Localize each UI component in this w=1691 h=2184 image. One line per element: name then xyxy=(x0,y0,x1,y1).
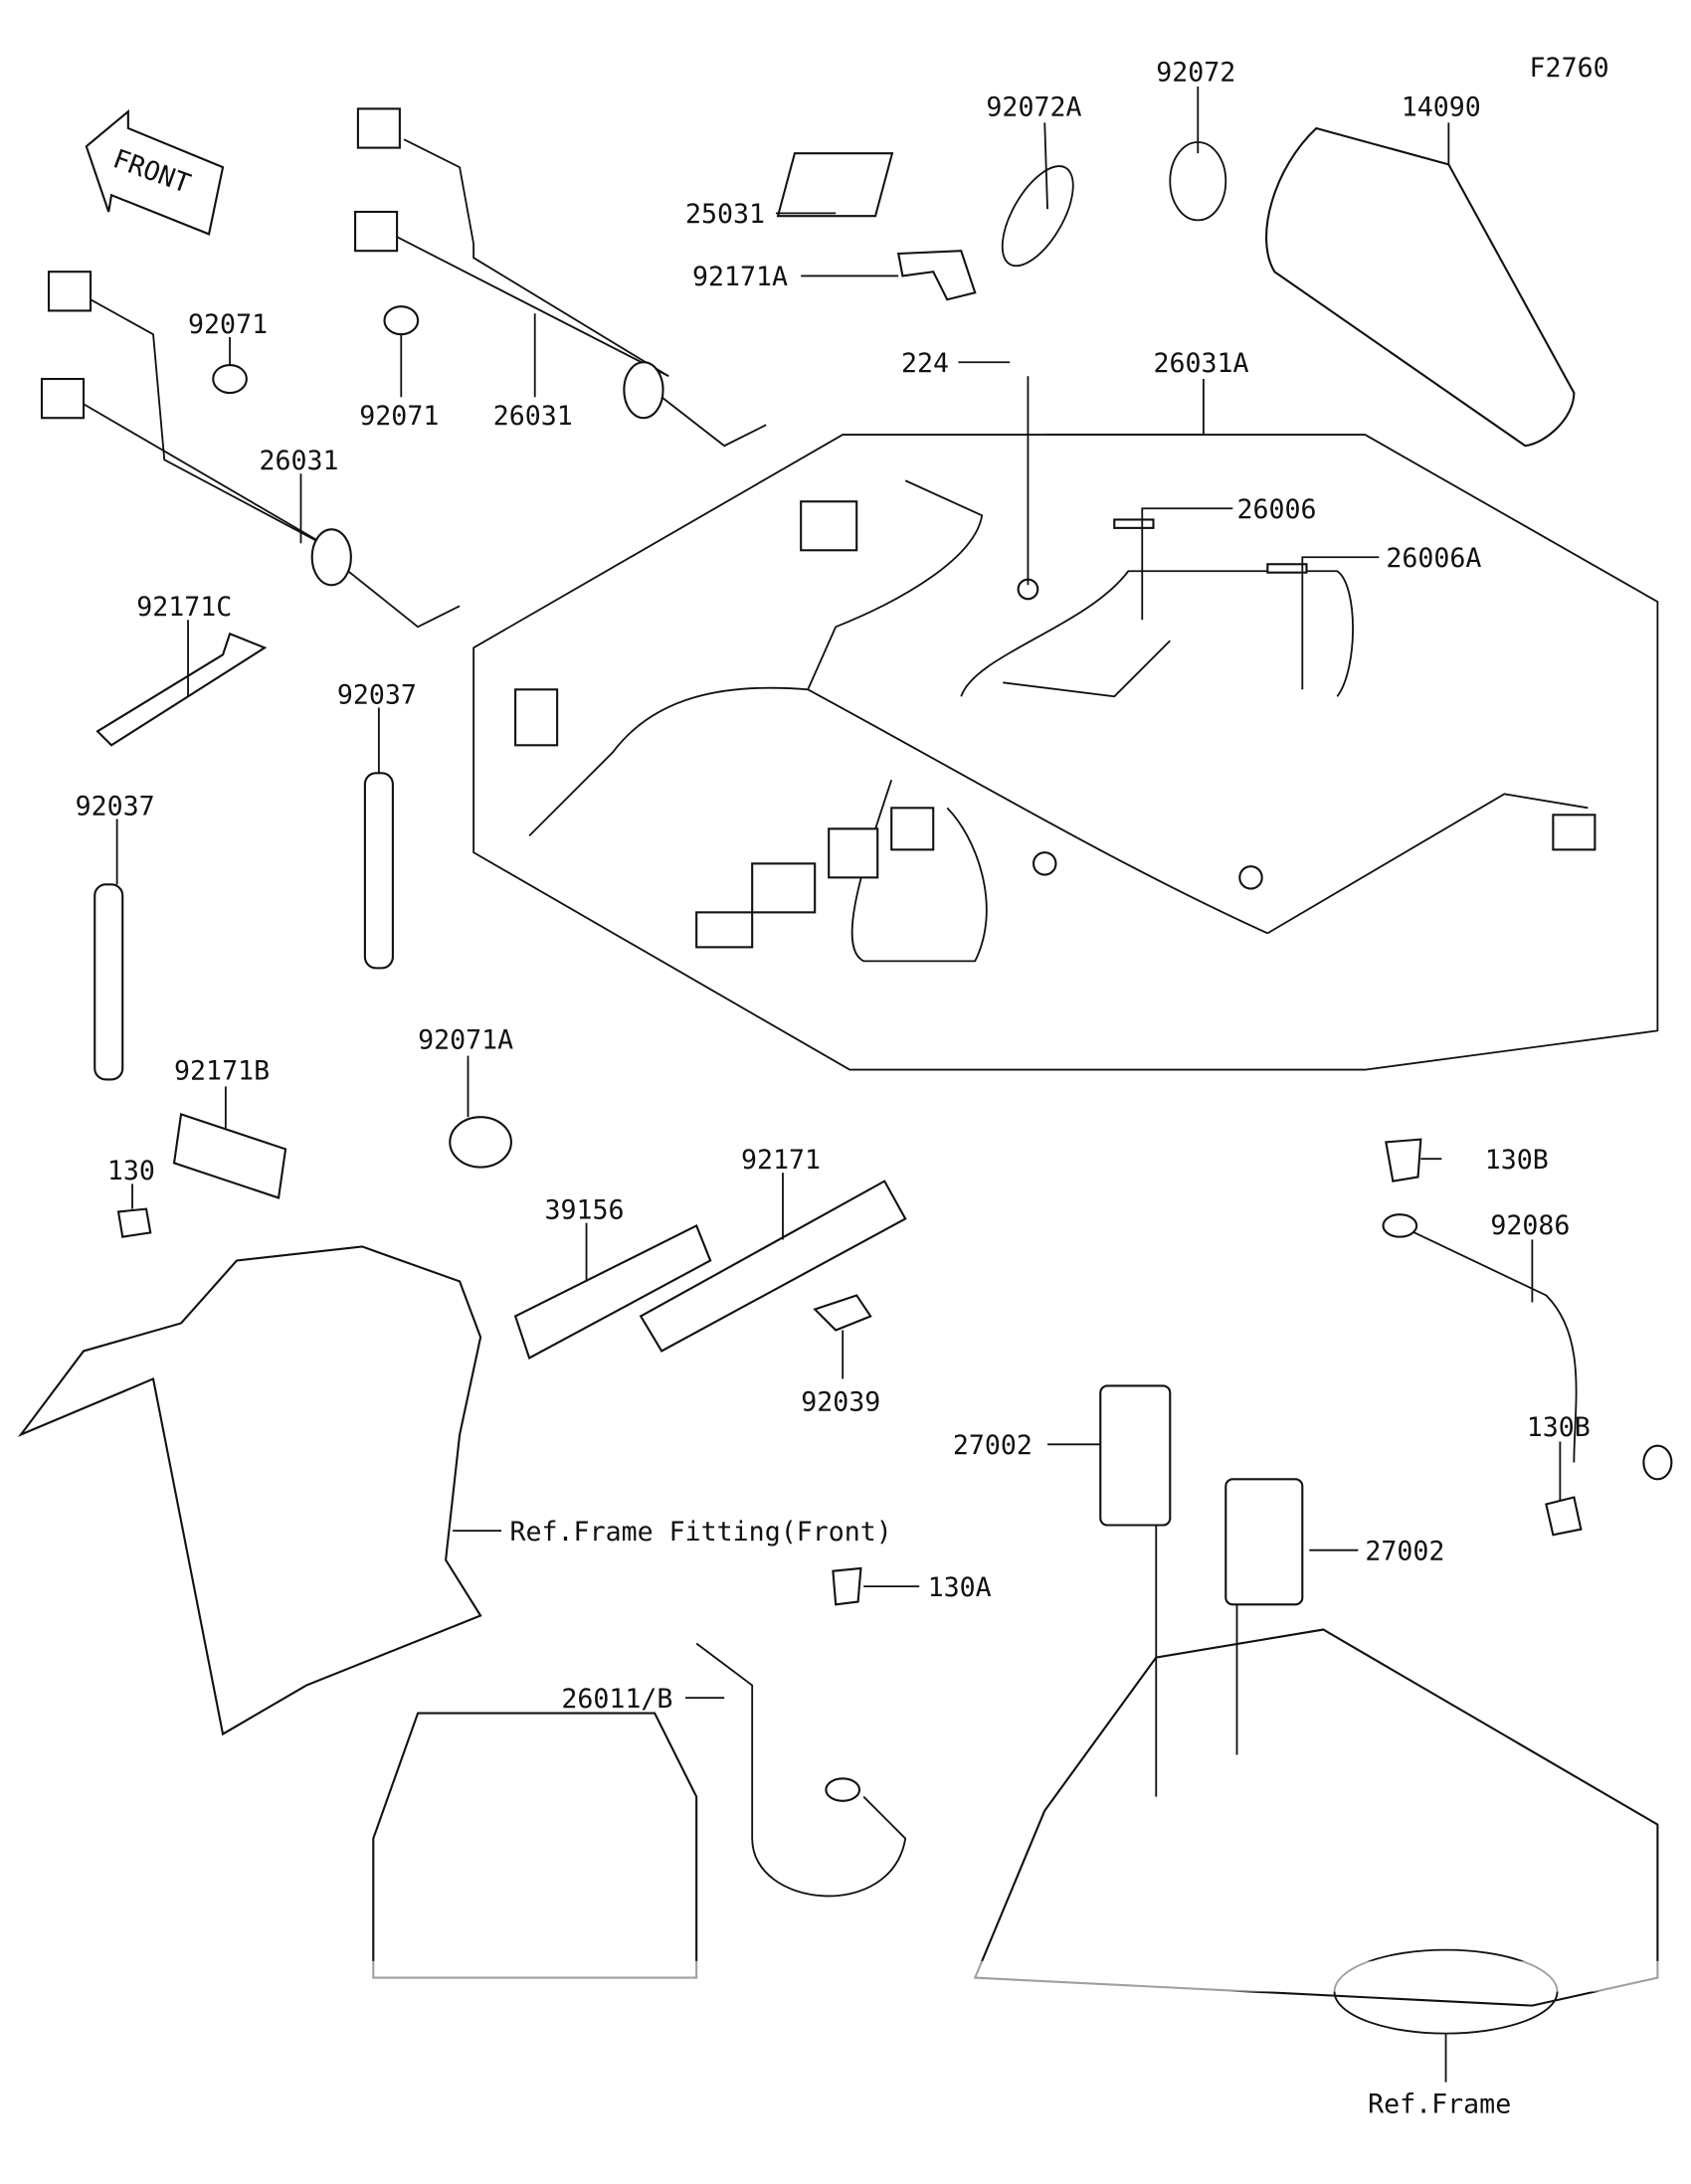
part-92071-grommet xyxy=(212,363,248,395)
part-label[interactable]: 224 xyxy=(901,348,949,379)
part-92072A xyxy=(1001,165,1074,268)
part-label[interactable]: 92072A xyxy=(986,91,1081,122)
part-label[interactable]: 26031A xyxy=(1153,348,1248,379)
part-92037 xyxy=(94,883,124,1081)
main-harness xyxy=(514,479,1597,963)
part-27002-relay xyxy=(1224,1478,1304,1606)
part-label[interactable]: 92171B xyxy=(174,1055,270,1086)
part-label[interactable]: 92071A xyxy=(418,1025,513,1056)
part-26006A xyxy=(1266,563,1308,574)
part-label[interactable]: 26011/B xyxy=(561,1684,672,1715)
part-label[interactable]: 26031 xyxy=(493,401,573,432)
part-label[interactable]: 26006 xyxy=(1236,494,1316,525)
part-92171A xyxy=(896,250,977,301)
part-92037 xyxy=(363,772,394,970)
part-label[interactable]: 25031 xyxy=(685,199,765,230)
part-130A-bolt xyxy=(832,1566,862,1606)
part-label[interactable]: 27002 xyxy=(953,1430,1033,1461)
part-label[interactable]: 92039 xyxy=(801,1387,880,1418)
part-label[interactable]: 39156 xyxy=(545,1194,625,1225)
reference-label: Ref.Frame Fitting(Front) xyxy=(510,1517,892,1547)
part-92171C xyxy=(95,632,268,747)
frame xyxy=(973,1628,1659,2007)
main-harness-outline xyxy=(472,434,1659,1071)
part-label[interactable]: 92037 xyxy=(337,679,417,710)
part-label[interactable]: 26031 xyxy=(259,446,338,476)
part-130-bolt xyxy=(116,1207,152,1238)
part-92071A xyxy=(449,1116,512,1169)
part-label[interactable]: 26006A xyxy=(1386,543,1481,574)
part-label[interactable]: 27002 xyxy=(1365,1537,1444,1567)
part-27002-relay xyxy=(1099,1384,1172,1527)
part-92071-grommet xyxy=(383,305,420,336)
part-92072 xyxy=(1169,141,1227,222)
leader-lines xyxy=(115,86,1562,2083)
part-92171 xyxy=(639,1180,907,1353)
part-label[interactable]: 130 xyxy=(107,1156,155,1186)
part-label[interactable]: 130B xyxy=(1485,1145,1549,1176)
battery xyxy=(372,1712,698,1979)
part-39156 xyxy=(513,1223,712,1360)
part-label[interactable]: 92071 xyxy=(359,401,439,432)
part-label[interactable]: 92037 xyxy=(76,791,155,821)
part-label[interactable]: 92171 xyxy=(741,1145,821,1176)
part-label[interactable]: 130A xyxy=(928,1572,992,1603)
reference-label: Ref.Frame xyxy=(1368,2089,1511,2119)
part-label[interactable]: 92171C xyxy=(136,592,232,623)
part-92086-cable xyxy=(1399,1224,1578,1463)
part-92171B xyxy=(172,1113,287,1199)
part-label[interactable]: 130B xyxy=(1527,1412,1591,1443)
part-130B-bolt xyxy=(1385,1138,1422,1183)
front-arrow-icon: FRONT xyxy=(85,108,225,236)
part-label[interactable]: 92086 xyxy=(1490,1210,1570,1241)
part-26011B-cable xyxy=(695,1642,907,1898)
frame-fitting-front xyxy=(17,1245,482,1736)
part-130B-bolt xyxy=(1545,1496,1583,1537)
part-label[interactable]: 92072 xyxy=(1156,57,1235,88)
sub-harness-26031 xyxy=(40,107,767,629)
part-14090-cover xyxy=(1265,126,1576,448)
diagram-code: F2760 xyxy=(1530,53,1609,84)
part-25031 xyxy=(776,152,894,218)
part-label[interactable]: 92171A xyxy=(692,262,788,292)
part-label[interactable]: 92071 xyxy=(188,309,268,340)
part-26006 xyxy=(1113,518,1155,529)
part-92039 xyxy=(813,1294,872,1332)
part-label[interactable]: 14090 xyxy=(1402,91,1481,122)
